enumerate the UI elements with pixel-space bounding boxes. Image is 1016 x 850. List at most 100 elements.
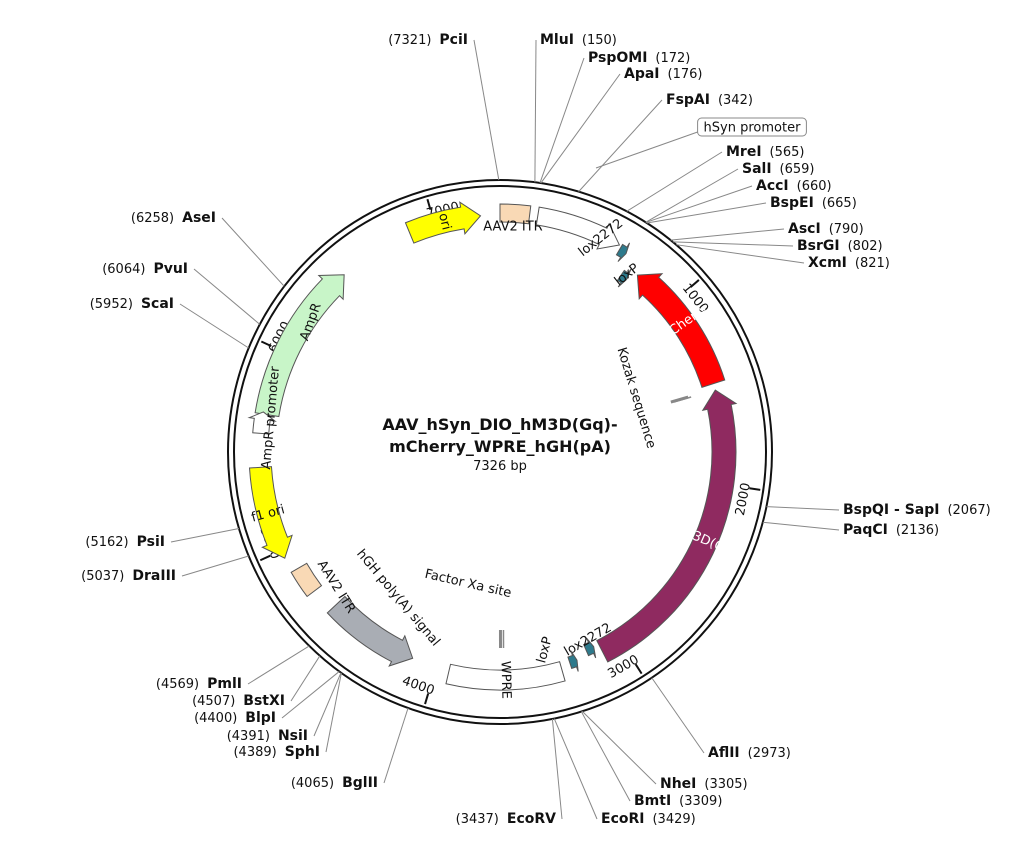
tick-4000: 4000: [400, 674, 436, 705]
site-pmli: (4569) PmlI: [156, 645, 310, 692]
site-leader: [181, 555, 249, 577]
site-pos: (3305): [704, 777, 747, 792]
site-pvui: (6064)PvuI: [102, 261, 261, 325]
site-name: SalI: [742, 161, 772, 177]
feature-shape: [596, 389, 738, 663]
site-name: DraIII: [132, 568, 176, 584]
feature-label-loxp-bottom: loxP: [534, 635, 555, 665]
site-label: (7321) PciI: [388, 32, 468, 48]
feature-hm3d: hM3D(Gq): [596, 389, 739, 663]
site-leader: [221, 217, 285, 287]
site-leader: [540, 73, 621, 184]
site-pos: (4569): [156, 677, 199, 692]
callout-line: [595, 131, 698, 169]
site-name: XcmI: [808, 255, 847, 271]
feature-shape: [616, 268, 632, 288]
feature-label-ori: ori: [435, 212, 454, 232]
tick-mark: [426, 198, 432, 211]
site-name: MreI: [726, 144, 762, 160]
site-leader: [646, 202, 767, 224]
site-pos: (4400): [194, 711, 237, 726]
site-label: AccI(660): [756, 178, 832, 194]
site-pos: (4507): [192, 694, 235, 709]
site-name: BspQI - SapI: [843, 502, 939, 518]
site-nsii: (4391)NsiI: [227, 672, 342, 744]
feature-shape: [254, 274, 345, 418]
feature-wpre: WPRE: [445, 661, 566, 699]
site-name: AccI: [756, 178, 789, 194]
site-pos: (342): [718, 93, 753, 108]
site-sali: SalI (659): [645, 161, 815, 223]
feature-aav2-itr-top: AAV2 ITR: [483, 203, 543, 235]
feature-shape: [567, 650, 579, 672]
site-name: EcoRI: [601, 811, 644, 827]
site-name: PmlI: [207, 676, 242, 692]
site-leader: [766, 506, 840, 511]
site-leader: [672, 241, 794, 247]
site-pos: (7321): [388, 33, 431, 48]
site-pos: (6258): [131, 211, 174, 226]
site-pos: (5037): [81, 569, 124, 584]
site-name: ApaI: [624, 66, 660, 82]
site-fspai: FspAI(342): [578, 92, 753, 192]
site-leader: [193, 268, 261, 325]
site-name: MluI: [540, 32, 574, 48]
site-label: AscI(790): [788, 221, 864, 237]
site-name: BmtI: [634, 793, 671, 809]
site-bstxi: (4507) BstXI: [192, 655, 321, 709]
site-pos: (3309): [679, 794, 722, 809]
feature-label-kozak: Kozak sequence: [613, 346, 658, 451]
tick-label: 2000: [733, 482, 754, 517]
site-name: BlpI: [245, 710, 276, 726]
site-name: BstXI: [243, 693, 285, 709]
site-label: (3437)EcoRV: [456, 811, 556, 827]
site-label: (5162)PsiI: [85, 534, 165, 550]
tick-mark: [689, 279, 700, 288]
site-label: MreI (565): [726, 144, 805, 160]
site-name: SphI: [285, 744, 320, 760]
site-leader: [580, 711, 631, 802]
site-name: NsiI: [278, 728, 308, 744]
site-label: BmtI (3309): [634, 793, 722, 809]
tick-mark: [259, 554, 271, 562]
site-pos: (659): [780, 162, 815, 177]
site-nhei: NheI(3305): [581, 710, 748, 792]
site-label: (5952)ScaI: [90, 296, 174, 312]
site-leader: [473, 39, 500, 181]
site-label: BspEI(665): [770, 195, 857, 211]
site-apai: ApaI (176): [540, 66, 703, 184]
site-leader: [645, 185, 753, 223]
feature-shape: [499, 203, 532, 225]
site-name: PciI: [439, 32, 468, 48]
feature-shape: [636, 273, 726, 388]
plasmid-name-line1: AAV_hSyn_DIO_hM3D(Gq)-: [382, 415, 617, 434]
site-leader: [290, 655, 321, 702]
site-label: (4507) BstXI: [192, 693, 285, 709]
site-label: XcmI(821): [808, 255, 890, 271]
site-pos: (176): [668, 67, 703, 82]
site-leader: [762, 521, 840, 531]
feature-shape: [247, 411, 277, 435]
site-pos: (6064): [102, 262, 145, 277]
site-psii: (5162)PsiI: [85, 528, 240, 550]
site-asci: AscI(790): [670, 221, 864, 241]
site-pos: (790): [829, 222, 864, 237]
site-label: EcoRI(3429): [601, 811, 696, 827]
site-leader: [651, 677, 705, 754]
site-name: BspEI: [770, 195, 814, 211]
site-aflii: AflII(2973): [651, 677, 791, 761]
site-ecorv: (3437)EcoRV: [456, 718, 563, 827]
site-scai: (5952)ScaI: [90, 296, 249, 349]
feature-shape: [404, 201, 482, 244]
site-bmti: BmtI (3309): [580, 711, 722, 809]
site-acci: AccI(660): [645, 178, 832, 223]
site-pos: (565): [770, 145, 805, 160]
site-bsrgi: BsrGI(802): [672, 238, 883, 254]
tick-mark: [424, 693, 430, 705]
feature-ampr-promoter: AmpR promoter: [247, 365, 283, 470]
site-leader: [281, 671, 340, 719]
site-label: BspQI - SapI(2067): [843, 502, 991, 518]
site-name: PspOMI: [588, 50, 647, 66]
